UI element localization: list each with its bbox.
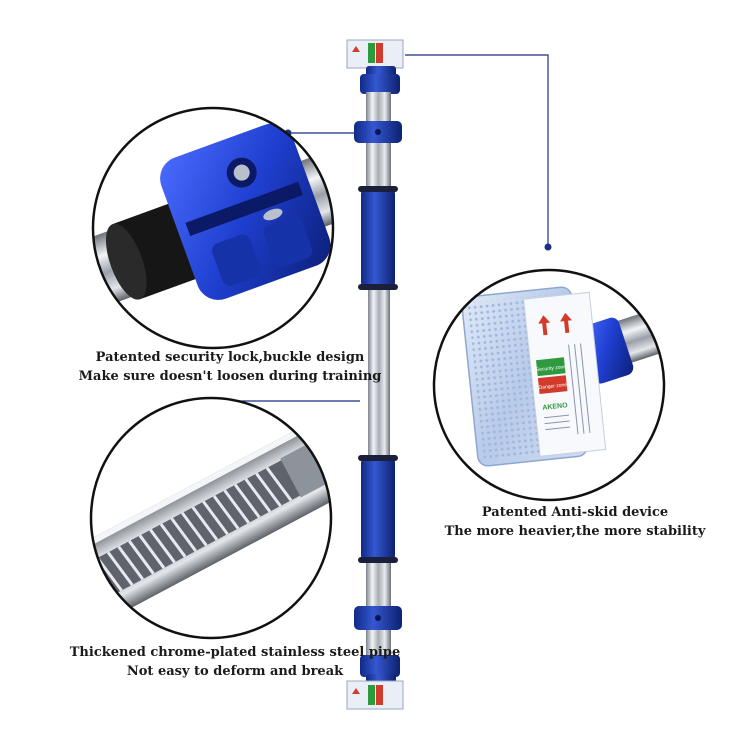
caption-anti-skid-line2: The more heavier,the more stability [444, 524, 706, 539]
zoom-anti-skid-device: Security zone Danger zone AKENO [432, 268, 666, 502]
caption-anti-skid-line1: Patented Anti-skid device [481, 505, 669, 520]
top-end-pad [346, 39, 404, 78]
caption-anti-skid: Patented Anti-skid device The more heavi… [430, 503, 720, 541]
caption-security-lock-line1: Patented security lock,buckle design [95, 350, 365, 365]
pad-security-zone: Security zone [536, 364, 567, 373]
zoom-security-lock [91, 106, 335, 350]
pad-brand: AKENO [542, 402, 568, 412]
bottom-end-pad [346, 674, 404, 710]
caption-steel-pipe: Thickened chrome-plated stainless steel … [45, 643, 425, 681]
zoom-steel-pipe [89, 396, 333, 640]
pull-up-bar [346, 39, 404, 710]
caption-security-lock-line2: Make sure doesn't loosen during training [78, 369, 382, 384]
caption-steel-pipe-line1: Thickened chrome-plated stainless steel … [69, 645, 401, 660]
caption-steel-pipe-line2: Not easy to deform and break [126, 664, 344, 679]
caption-security-lock: Patented security lock,buckle design Mak… [70, 348, 390, 386]
arrow-up-icon [538, 315, 551, 336]
pad-danger-zone: Danger zone [538, 382, 567, 391]
